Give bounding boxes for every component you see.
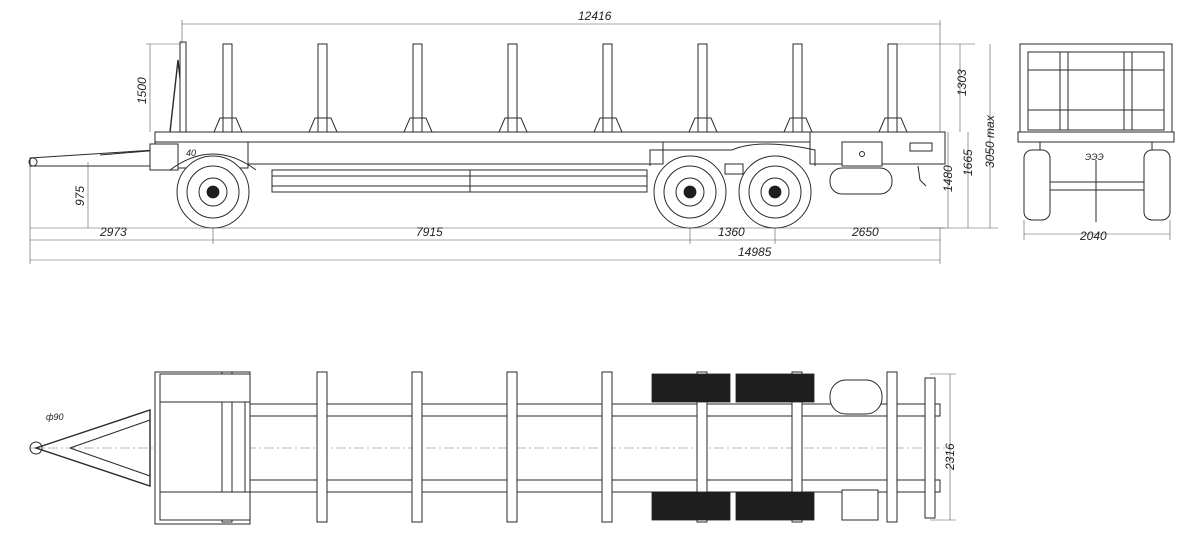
top-frame-rail-upper <box>154 403 941 417</box>
dim-coupling-height: 975 <box>73 186 87 206</box>
svg-text:ЭЭЭ: ЭЭЭ <box>1085 152 1104 162</box>
top-stakes <box>221 371 898 523</box>
rear-wheel-1 <box>653 155 727 229</box>
rear-wheel-right <box>1143 149 1171 221</box>
spare-wheel <box>829 167 893 195</box>
dim-eye-diameter: ф90 <box>46 412 64 422</box>
rear-view: ЭЭЭ 2040 <box>1017 43 1175 243</box>
dim-stake-height: 1500 <box>135 77 149 104</box>
drawbar <box>28 143 179 171</box>
dim-axle-spacing: 1360 <box>718 225 745 239</box>
stake-brackets <box>213 117 908 133</box>
top-drawbar <box>33 409 151 487</box>
top-view: ф90 <box>29 371 957 525</box>
dim-overall-length: 14985 <box>738 245 772 259</box>
rear-bunk <box>1019 43 1173 135</box>
rear-wheel-left <box>1023 149 1051 221</box>
side-rail <box>271 169 648 193</box>
top-tyres <box>159 373 815 521</box>
side-frame-mid <box>247 141 664 165</box>
frame-mark-label: 40 <box>186 148 196 158</box>
dim-body-length: 12416 <box>578 9 612 23</box>
side-view: 40 <box>28 41 946 229</box>
side-dimensions: 12416 1500 1303 1480 1665 3050 max 975 2… <box>29 9 998 264</box>
dim-frame-top-height: 1665 <box>961 149 975 176</box>
dim-drawbar-length: 2973 <box>99 225 127 239</box>
top-frame-rail-lower <box>154 479 941 493</box>
dim-platform-height: 1480 <box>941 165 955 192</box>
top-toolbox <box>841 489 879 521</box>
dim-stake-above-frame: 1303 <box>955 69 969 96</box>
top-spare-wheel <box>829 379 883 415</box>
dim-total-width: 2316 <box>943 443 957 471</box>
rear-wheel-2 <box>738 155 812 229</box>
dim-total-height: 3050 max <box>983 114 997 168</box>
dim-wheelbase: 7915 <box>416 225 443 239</box>
dim-track-width: 2040 <box>1079 229 1107 243</box>
dim-rear-overhang: 2650 <box>851 225 879 239</box>
stakes-side <box>222 43 898 133</box>
front-wheel <box>169 153 257 229</box>
toolbox <box>841 141 883 167</box>
